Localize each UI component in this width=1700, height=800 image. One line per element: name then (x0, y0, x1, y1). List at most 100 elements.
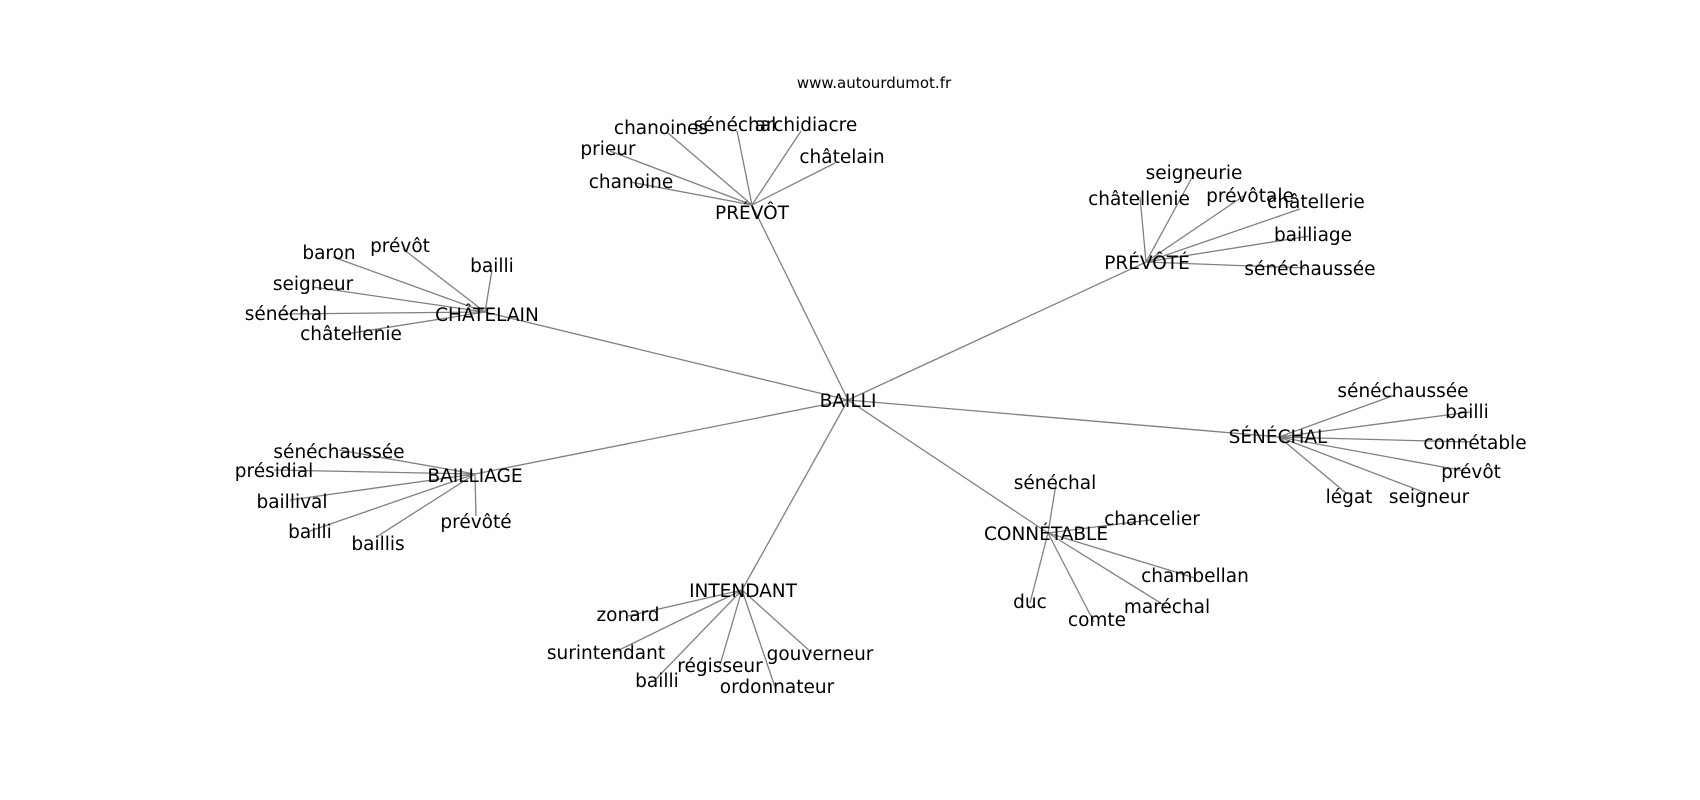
leaf-node[interactable]: baron (302, 243, 355, 264)
edge-hub-to-leaf (741, 589, 777, 691)
edge-hub-to-leaf (282, 311, 486, 315)
leaf-node[interactable]: bailli (470, 256, 514, 277)
edge-hub-to-leaf (1278, 411, 1471, 438)
leaf-node[interactable]: régisseur (677, 656, 763, 677)
leaf-node[interactable]: sénéchal (694, 115, 777, 136)
edge-hub-to-leaf (312, 286, 486, 313)
edge-hub-to-leaf (1145, 194, 1246, 263)
hub-node[interactable]: CHÂTELAIN (435, 304, 539, 326)
leaf-node[interactable]: sénéchaussée (273, 442, 404, 463)
edge-hub-to-leaf (345, 311, 486, 335)
hub-node[interactable]: PRÉVÔTÉ (1104, 252, 1190, 274)
leaf-node[interactable]: châtellenie (1088, 189, 1190, 210)
edge-center-to-hub (751, 204, 849, 401)
hub-node[interactable]: BAILLIAGE (427, 466, 522, 487)
leaf-node[interactable]: bailliage (1274, 225, 1352, 246)
edge-hub-to-leaf (474, 473, 477, 517)
leaf-node[interactable]: connétable (1423, 433, 1526, 454)
graph-labels: www.autourdumot.fr BAILLI chanoinessénéc… (235, 74, 1527, 698)
edge-hub-to-leaf (609, 150, 753, 206)
hub-node[interactable]: SÉNÉCHAL (1229, 426, 1328, 448)
leaf-node[interactable]: seigneur (273, 274, 354, 295)
edge-center-to-hub (847, 399, 1280, 438)
leaf-node[interactable]: prévôt (370, 236, 430, 257)
edge-hub-to-leaf (1029, 532, 1049, 604)
leaf-node[interactable]: châtelain (799, 147, 884, 168)
leaf-node[interactable]: archidiacre (755, 115, 858, 136)
edge-hub-to-leaf (332, 256, 486, 313)
edge-hub-to-leaf (612, 589, 743, 654)
leaf-node[interactable]: surintendant (547, 643, 665, 664)
site-label: www.autourdumot.fr (797, 74, 952, 92)
edge-hub-to-leaf (1278, 436, 1466, 472)
edge-hub-to-leaf (629, 181, 753, 206)
edge-hub-to-leaf (1145, 235, 1311, 263)
edge-hub-to-leaf (1278, 436, 1347, 494)
edge-hub-to-leaf (667, 132, 753, 206)
leaf-node[interactable]: seigneurie (1146, 163, 1243, 184)
leaf-node[interactable]: duc (1013, 592, 1047, 613)
leaf-node[interactable]: baillival (256, 492, 327, 513)
edge-center-to-hub (847, 399, 1049, 534)
edge-hub-to-leaf (1047, 483, 1057, 534)
leaf-node[interactable]: châtellerie (1267, 192, 1365, 213)
center-node[interactable]: BAILLI (820, 391, 877, 412)
leaf-node[interactable]: présidial (235, 461, 313, 482)
edge-hub-to-leaf (1047, 532, 1196, 579)
edge-hub-to-leaf (484, 269, 493, 313)
leaf-node[interactable]: ordonnateur (720, 677, 835, 698)
leaf-node[interactable]: chambellan (1141, 566, 1249, 587)
leaf-node[interactable]: chanoine (589, 172, 674, 193)
edge-hub-to-leaf (309, 473, 476, 532)
leaf-node[interactable]: châtellenie (300, 324, 402, 345)
edge-hub-to-leaf (627, 589, 743, 617)
edge-hub-to-leaf (1145, 171, 1196, 263)
edge-hub-to-leaf (719, 589, 743, 666)
leaf-node[interactable]: prévôt (1441, 462, 1501, 483)
leaf-node[interactable]: sénéchaussée (1337, 381, 1468, 402)
leaf-node[interactable]: sénéchal (245, 304, 328, 325)
leaf-node[interactable]: sénéchal (1014, 473, 1097, 494)
edge-hub-to-leaf (289, 473, 476, 501)
edge-hub-to-leaf (402, 248, 486, 313)
edge-hub-to-leaf (1047, 532, 1095, 623)
hub-node[interactable]: CONNÉTABLE (984, 523, 1108, 545)
leaf-node[interactable]: prieur (580, 139, 636, 160)
leaf-node[interactable]: prévôté (440, 512, 511, 533)
leaf-node[interactable]: chanoines (614, 118, 708, 139)
edge-hub-to-leaf (1278, 394, 1396, 438)
leaf-node[interactable]: maréchal (1124, 597, 1210, 618)
edge-center-to-hub (484, 311, 849, 401)
leaf-node[interactable]: légat (1326, 487, 1373, 508)
leaf-node[interactable]: baillis (351, 534, 404, 555)
leaf-node[interactable]: sénéchaussée (1244, 259, 1375, 280)
edge-hub-to-leaf (751, 130, 802, 206)
edge-hub-to-leaf (1278, 436, 1427, 494)
edge-hub-to-leaf (377, 473, 476, 537)
edge-hub-to-leaf (1047, 519, 1151, 534)
edge-hub-to-leaf (751, 162, 836, 206)
edge-hub-to-leaf (1145, 208, 1301, 263)
leaf-node[interactable]: bailli (635, 671, 679, 692)
hub-node[interactable]: PRÉVÔT (715, 202, 790, 224)
hub-node[interactable]: INTENDANT (689, 581, 798, 602)
leaf-node[interactable]: prévôtale (1206, 186, 1294, 207)
leaf-node[interactable]: gouverneur (767, 644, 874, 665)
leaf-node[interactable]: seigneur (1389, 487, 1470, 508)
edge-hub-to-leaf (741, 589, 813, 654)
leaf-node[interactable]: zonard (596, 605, 659, 626)
edge-hub-to-leaf (654, 589, 743, 681)
edge-hub-to-leaf (1145, 261, 1306, 269)
leaf-node[interactable]: bailli (1445, 402, 1489, 423)
edge-hub-to-leaf (736, 130, 753, 206)
edge-hub-to-leaf (1047, 532, 1168, 608)
edge-hub-to-leaf (338, 449, 476, 475)
edge-center-to-hub (741, 399, 849, 591)
leaf-node[interactable]: bailli (288, 522, 332, 543)
edge-center-to-hub (847, 261, 1147, 401)
edge-center-to-hub (474, 399, 849, 475)
graph-edges (273, 130, 1471, 691)
leaf-node[interactable]: comte (1068, 610, 1126, 631)
leaf-node[interactable]: chancelier (1104, 509, 1200, 530)
